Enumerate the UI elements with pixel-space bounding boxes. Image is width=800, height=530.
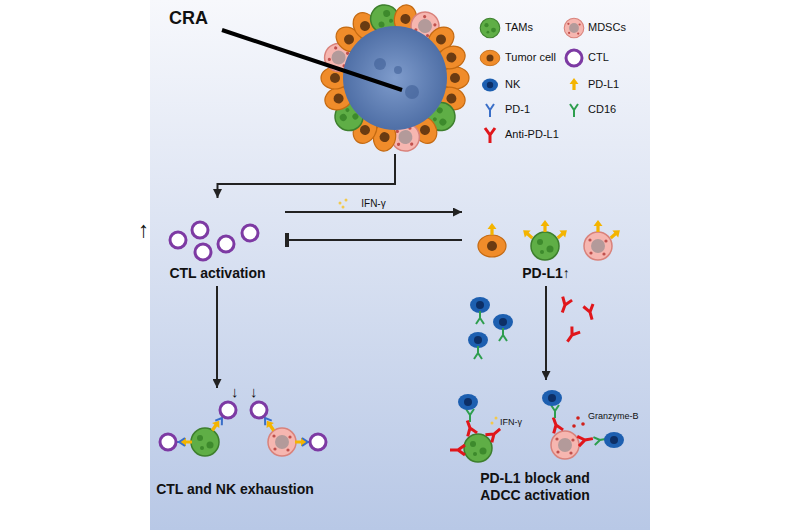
tumor-mass (321, 3, 469, 154)
legend-text: Tumor cell (505, 52, 556, 63)
ablation-needle (222, 30, 402, 90)
node-title: CTL and NK exhaustion (156, 481, 314, 498)
cytokine-label: IFN-γ (500, 418, 522, 428)
activated-ctls (170, 222, 258, 260)
cell-group-node: CTL activation (150, 198, 285, 286)
arrow-connector (216, 286, 218, 388)
arrow-connector (545, 286, 547, 380)
arrow-connector (218, 154, 396, 198)
adcc-cells (450, 390, 624, 462)
legend-text: NK (505, 79, 520, 90)
node-title: CTL activation (169, 265, 265, 282)
tumor-node: CRA (165, 6, 465, 154)
decrease-arrow: ↓ (250, 384, 258, 401)
decrease-arrow: ↓ (231, 384, 239, 401)
background-panel (150, 0, 650, 530)
arrow-connector (285, 211, 462, 213)
cell-group-node: PD-L1↑ (462, 198, 630, 286)
node-title: PD-L1↑ (522, 265, 569, 282)
node-title: PD-L1 block and ADCC activation (465, 470, 605, 504)
legend-icons (480, 18, 584, 143)
tumor-core (343, 26, 447, 130)
ifn-dots (339, 199, 348, 209)
pdl1-high-cells (478, 220, 623, 260)
legend-text: CD16 (588, 104, 616, 115)
legend-text: CTL (588, 52, 609, 63)
legend-text: Anti-PD-L1 (505, 129, 559, 140)
cell-group-node: PD-L1 block and ADCC activation (440, 380, 630, 508)
exhaustion-cells (160, 402, 326, 456)
legend-text: PD-L1 (588, 79, 619, 90)
legend-text: PD-1 (505, 104, 530, 115)
legend-text: TAMs (505, 22, 533, 33)
legend-text: MDSCs (588, 22, 626, 33)
increase-arrow: ↑ (138, 218, 149, 242)
inhibition-connector (285, 239, 462, 241)
cytokine-label: Granzyme-B (588, 412, 639, 422)
cell-group-node: CTL and NK exhaustion (140, 388, 330, 502)
edge-label: IFN-γ (361, 198, 385, 209)
node-title: CRA (169, 8, 208, 30)
nk-and-antibodies (468, 297, 597, 359)
